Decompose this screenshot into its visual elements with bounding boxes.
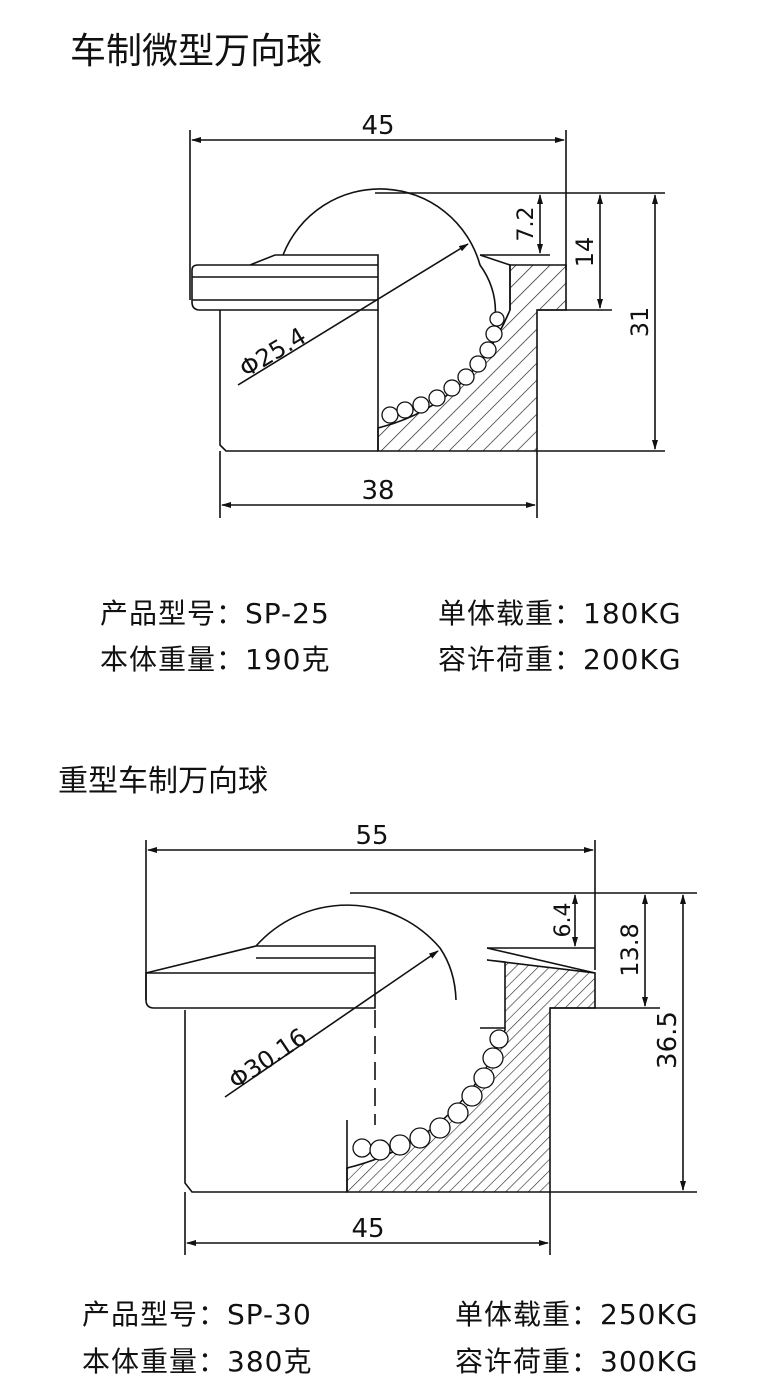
dim-total-height: 36.5	[653, 1011, 683, 1069]
product2-title: 重型车制万向球	[58, 764, 268, 799]
allowed-load-label: 容许荷重：	[455, 1345, 601, 1378]
bearing-balls-1	[381, 311, 505, 424]
dim-ball-diameter: Φ30.16	[224, 1023, 312, 1095]
dim-width-top: 45	[361, 111, 394, 141]
spec-model: 产品型号：SP-30	[82, 1293, 312, 1333]
model-value: SP-25	[245, 597, 330, 630]
weight-label: 本体重量：	[100, 643, 246, 676]
spec-weight: 本体重量：380克	[82, 1340, 312, 1380]
dim-total-height: 31	[626, 307, 654, 338]
dim-width-top: 55	[355, 821, 388, 851]
model-value: SP-30	[227, 1298, 312, 1331]
dim-width-bottom: 45	[351, 1214, 384, 1244]
spec-allowed-load: 容许荷重：200KG	[438, 638, 682, 678]
allowed-load-value: 300KG	[600, 1345, 699, 1378]
spec-model: 产品型号：SP-25	[100, 592, 330, 632]
allowed-load-label: 容许荷重：	[438, 643, 584, 676]
drawing-sp25	[189, 130, 665, 518]
spec-weight: 本体重量：190克	[100, 638, 330, 678]
drawing-sp30	[145, 840, 697, 1255]
single-load-value: 180KG	[583, 597, 682, 630]
dim-protrusion: 7.2	[514, 207, 539, 242]
dim-flange-height: 13.8	[616, 923, 644, 976]
dim-protrusion: 6.4	[551, 903, 576, 938]
spec-single-load: 单体载重：250KG	[455, 1293, 699, 1333]
product1-title: 车制微型万向球	[70, 31, 323, 72]
dim-ball-diameter: Φ25.4	[235, 322, 311, 383]
single-load-label: 单体载重：	[438, 597, 584, 630]
weight-label: 本体重量：	[82, 1345, 228, 1378]
dim-width-bottom: 38	[361, 476, 394, 506]
allowed-load-value: 200KG	[583, 643, 682, 676]
spec-single-load: 单体载重：180KG	[438, 592, 682, 632]
dim-flange-height: 14	[571, 237, 599, 268]
model-label: 产品型号：	[100, 597, 246, 630]
model-label: 产品型号：	[82, 1298, 228, 1331]
single-load-label: 单体载重：	[455, 1298, 601, 1331]
spec-allowed-load: 容许荷重：300KG	[455, 1340, 699, 1380]
weight-value: 380克	[227, 1345, 313, 1378]
single-load-value: 250KG	[600, 1298, 699, 1331]
bearing-balls-2	[352, 1029, 509, 1161]
weight-value: 190克	[245, 643, 331, 676]
